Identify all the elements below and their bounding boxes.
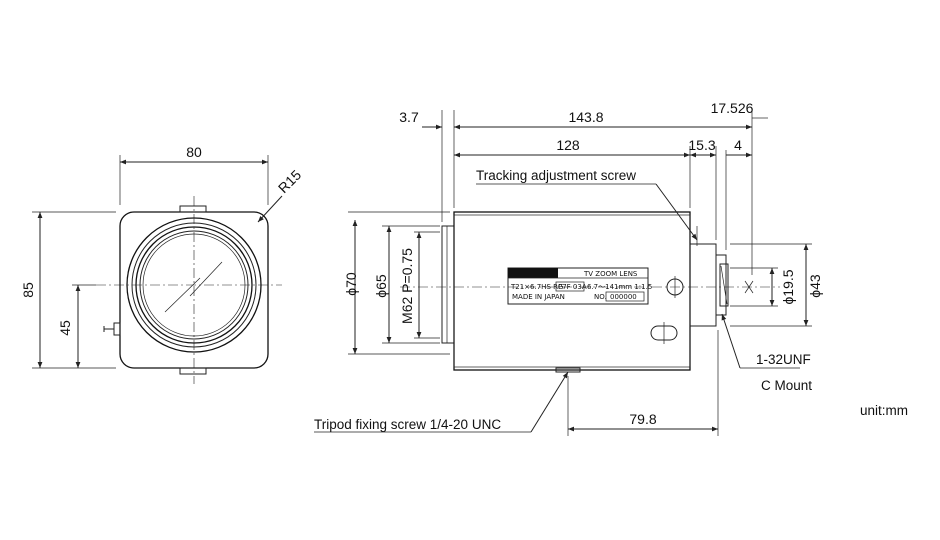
mount-depth-dim: 4 <box>734 137 742 153</box>
front-flange <box>441 225 455 344</box>
plate-code: P7F 03A <box>558 283 587 291</box>
mount-section <box>689 243 717 327</box>
plate-model: T21×6.7HS RG <box>510 283 563 291</box>
thread-label: 1-32UNF <box>756 352 811 367</box>
outer-diameter-dim: ϕ70 <box>343 272 359 296</box>
plate-number: 000000 <box>610 293 637 301</box>
plate-title: TV ZOOM LENS <box>583 270 638 278</box>
front-diameter-dim: ϕ65 <box>373 274 389 298</box>
mount-diameter-dim: ϕ43 <box>807 274 823 298</box>
side-knob <box>113 322 121 336</box>
body-length-dim: 128 <box>556 137 580 153</box>
overall-length-dim: 143.8 <box>568 109 603 125</box>
flange-dim: 3.7 <box>399 109 419 125</box>
front-width-dim: 80 <box>186 144 202 160</box>
mount-length-dim: 15.3 <box>688 137 715 153</box>
unit-label: unit:mm <box>860 403 908 418</box>
c-mount-label: C Mount <box>761 378 812 393</box>
corner-radius-dim: R15 <box>275 166 305 196</box>
tripod-offset-dim: 79.8 <box>629 411 656 427</box>
plate-number-label: NO. <box>594 293 607 301</box>
center-height-dim: 45 <box>57 320 73 336</box>
plate-origin: MADE IN JAPAN <box>512 293 565 301</box>
side-view: TV ZOOM LENS T21×6.7HS RG P7F 03A 6.7〜14… <box>314 100 823 436</box>
rear-diameter-dim: ϕ19.5 <box>780 269 796 304</box>
front-view: 80 85 45 R15 <box>20 144 304 384</box>
front-height-dim: 85 <box>20 282 36 298</box>
filter-thread-dim: M62 P=0.75 <box>399 248 415 324</box>
label-plate: TV ZOOM LENS T21×6.7HS RG P7F 03A 6.7〜14… <box>507 267 652 305</box>
front-bottom-tab <box>179 367 207 375</box>
tripod-screw-label: Tripod fixing screw 1/4-20 UNC <box>314 417 501 432</box>
front-top-tab <box>179 205 207 213</box>
tracking-screw-label: Tracking adjustment screw <box>476 168 636 183</box>
back-focus-dim: 17.526 <box>711 100 754 116</box>
